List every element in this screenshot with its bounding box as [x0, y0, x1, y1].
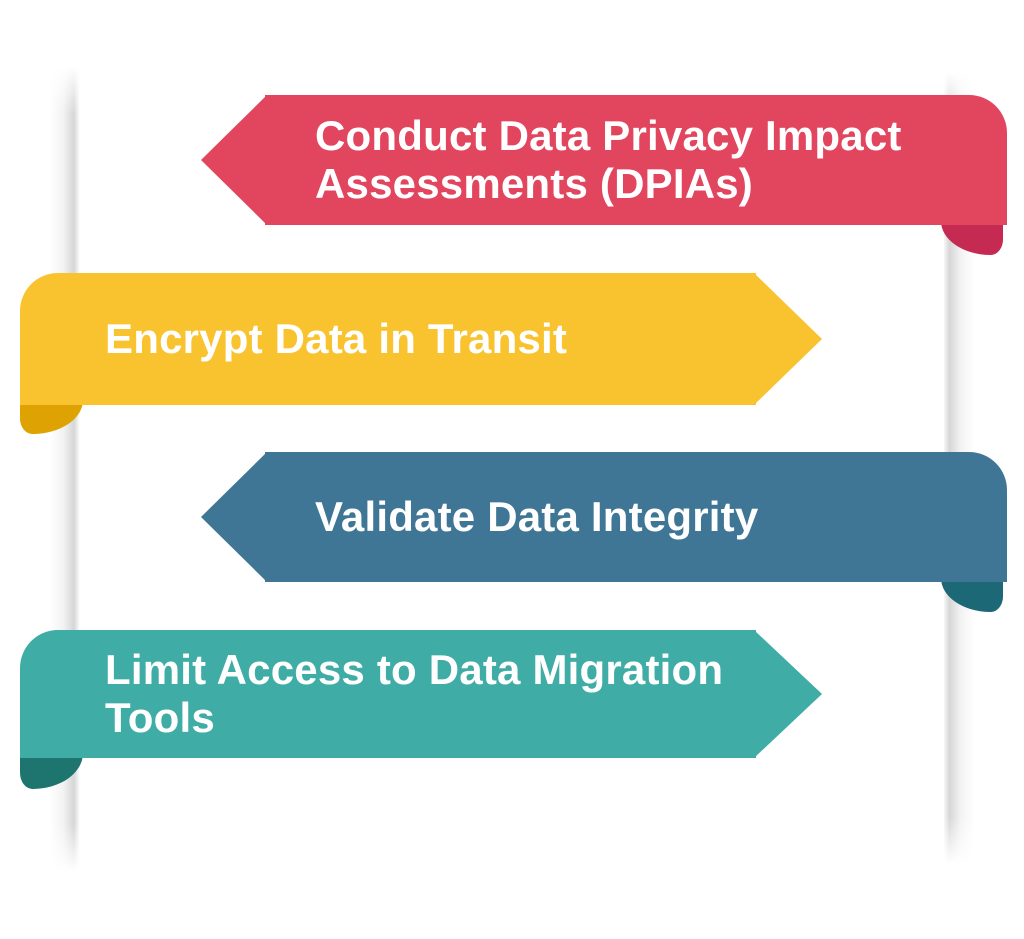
ribbon-body: Limit Access to Data Migration Tools	[20, 630, 756, 758]
ribbon-body: Encrypt Data in Transit	[20, 273, 756, 405]
ribbon-fold	[20, 400, 83, 434]
ribbon-arrowhead	[201, 95, 267, 225]
ribbon-label-line: Limit Access to Data Migration	[105, 646, 724, 693]
ribbon-arrowhead	[754, 273, 822, 405]
ribbon-arrowhead	[201, 452, 267, 582]
ribbon-limit-access-tools: Limit Access to Data Migration Tools	[18, 630, 822, 794]
ribbon-label: Limit Access to Data Migration Tools	[105, 646, 723, 742]
ribbon-conduct-dpia: Conduct Data Privacy Impact Assessments …	[201, 95, 1007, 257]
ribbon-body: Validate Data Integrity	[265, 452, 1007, 582]
ribbon-label-line: Conduct Data Privacy Impact	[315, 112, 902, 159]
ribbon-label-line: Assessments (DPIAs)	[315, 160, 753, 207]
ribbon-fold	[941, 221, 1003, 255]
ribbon-label: Encrypt Data in Transit	[105, 315, 567, 363]
ribbon-label-line: Tools	[105, 694, 215, 741]
ribbon-label-line: Encrypt Data in Transit	[105, 315, 568, 362]
ribbon-encrypt-data-in-transit: Encrypt Data in Transit	[18, 273, 822, 438]
ribbon-body: Conduct Data Privacy Impact Assessments …	[265, 95, 1007, 225]
ribbon-label: Validate Data Integrity	[315, 493, 758, 541]
ribbon-fold	[20, 753, 83, 789]
ribbon-fold	[941, 578, 1003, 612]
ribbon-validate-data-integrity: Validate Data Integrity	[201, 452, 1007, 614]
ribbon-arrowhead	[754, 630, 822, 758]
ribbon-label: Conduct Data Privacy Impact Assessments …	[315, 112, 902, 208]
ribbon-label-line: Validate Data Integrity	[315, 493, 759, 540]
